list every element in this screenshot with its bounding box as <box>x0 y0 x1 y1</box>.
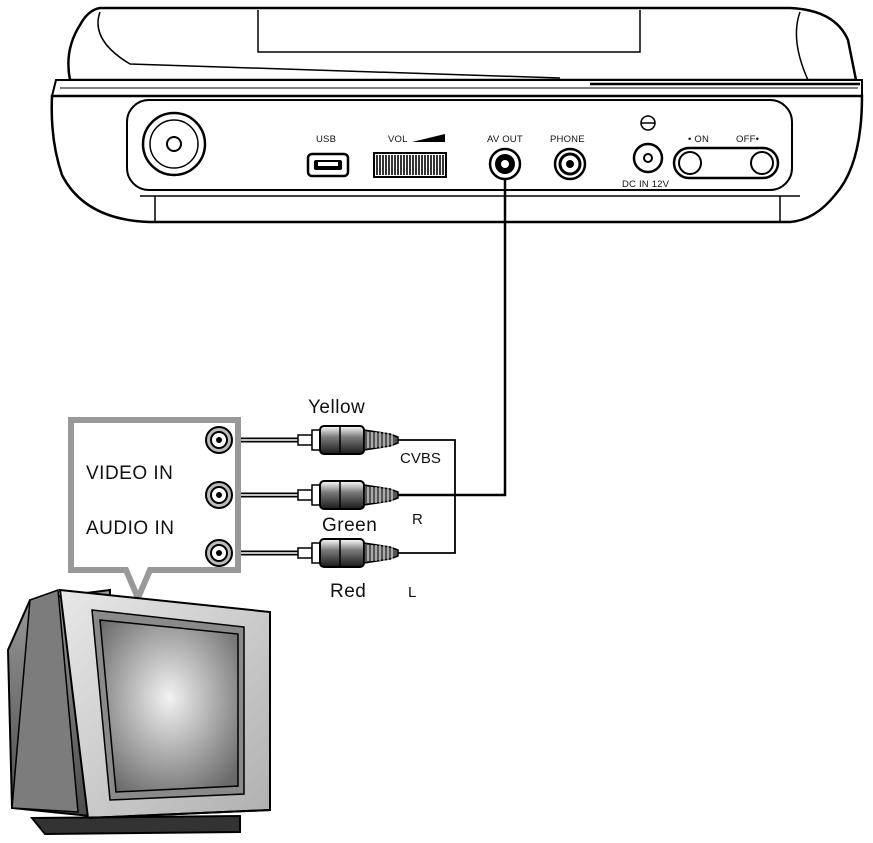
audio-in-label: AUDIO IN <box>86 518 174 539</box>
tv-video-jack-icon[interactable] <box>205 426 233 454</box>
tv-audio-r-jack-icon[interactable] <box>205 481 233 509</box>
red-rca-plug-icon <box>227 538 399 568</box>
volume-ramp-icon <box>412 134 445 142</box>
cvbs-label: CVBS <box>400 450 441 467</box>
tv-input-callout: VIDEO IN AUDIO IN <box>68 417 241 606</box>
av-out-label: AV OUT <box>487 134 523 145</box>
disc-eject-icon[interactable] <box>141 111 207 177</box>
crt-tv-icon <box>6 588 271 836</box>
dc-in-label: DC IN 12V <box>622 179 670 190</box>
usb-label: USB <box>316 134 336 145</box>
polarity-symbol-icon <box>640 115 656 131</box>
av-out-jack-icon[interactable] <box>488 147 522 181</box>
red-label: Red <box>330 581 366 602</box>
slide-switch-icon[interactable] <box>672 146 780 180</box>
portable-dvd-player: USB VOL AV OUT PHONE <box>50 6 864 224</box>
off-label: OFF• <box>736 134 759 145</box>
av-cable <box>398 180 507 554</box>
phone-jack-icon[interactable] <box>553 147 587 181</box>
phone-label: PHONE <box>550 134 585 145</box>
mini-usb-port-icon[interactable] <box>306 152 350 178</box>
yellow-rca-plug-icon <box>227 425 399 455</box>
rca-plugs <box>227 425 399 568</box>
green-rca-plug-icon <box>227 480 399 510</box>
volume-wheel-icon[interactable] <box>373 152 447 178</box>
tv-audio-l-jack-icon[interactable] <box>205 539 233 567</box>
green-label: Green <box>322 515 377 536</box>
on-label: • ON <box>688 134 709 145</box>
yellow-label: Yellow <box>308 397 365 418</box>
vol-label: VOL <box>388 134 408 145</box>
video-in-label: VIDEO IN <box>86 463 173 484</box>
l-label: L <box>408 584 416 601</box>
r-label: R <box>412 511 423 528</box>
dc-jack-icon[interactable] <box>632 142 664 174</box>
